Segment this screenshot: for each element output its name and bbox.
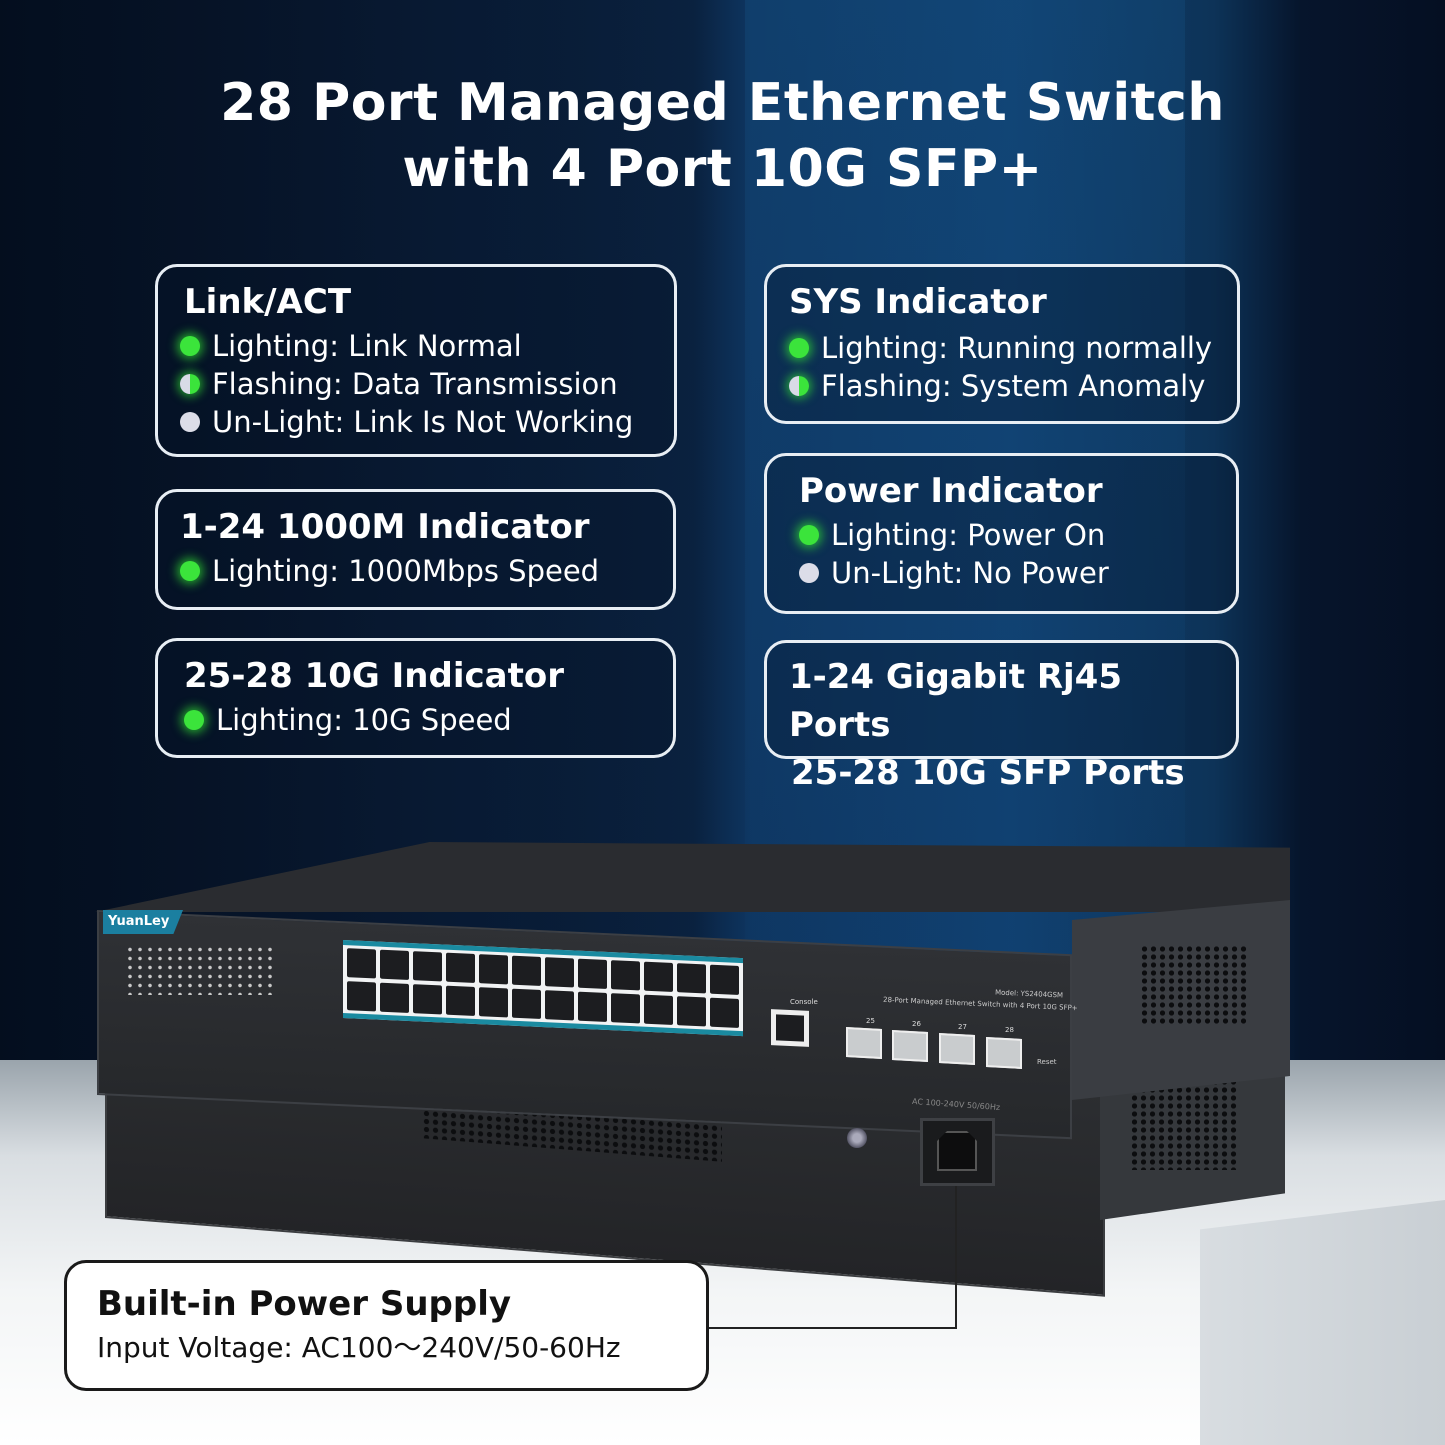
- ports-line-2: 25-28 10G SFP Ports: [791, 753, 1185, 793]
- sys-indicator-card: SYS Indicator Lighting: Running normally…: [764, 264, 1240, 424]
- green-led-icon: [184, 710, 204, 730]
- callout-title: Built-in Power Supply: [97, 1284, 512, 1324]
- card-title: Link/ACT: [184, 282, 352, 322]
- rj45-port[interactable]: [545, 990, 574, 1021]
- list-item: Flashing: System Anomaly: [789, 367, 1215, 405]
- link-act-card: Link/ACT Lighting: Link Normal Flashing:…: [155, 264, 677, 457]
- list-item: Lighting: Running normally: [789, 329, 1215, 367]
- sfp-port[interactable]: [892, 1030, 928, 1062]
- callout-connector-line: [708, 1327, 957, 1329]
- item-text: Lighting: 10G Speed: [216, 703, 512, 737]
- reset-label: Reset: [1037, 1058, 1057, 1066]
- tengig-indicator-card: 25-28 10G Indicator Lighting: 10G Speed: [155, 638, 676, 758]
- item-text: Lighting: Link Normal: [212, 329, 522, 363]
- ports-line-1: 1-24 Gigabit Rj45 Ports: [789, 657, 1122, 745]
- item-text: Lighting: Running normally: [821, 331, 1213, 365]
- rj45-port[interactable]: [347, 948, 376, 979]
- rj45-port[interactable]: [413, 984, 442, 1015]
- list-item: Lighting: 10G Speed: [184, 701, 651, 739]
- console-port[interactable]: [771, 1009, 809, 1047]
- off-led-icon: [180, 412, 200, 432]
- ground-screw-icon: [847, 1128, 867, 1148]
- rj45-port[interactable]: [446, 985, 475, 1016]
- callout-subtitle: Input Voltage: AC100～240V/50-60Hz: [97, 1331, 621, 1364]
- sfp-port-label: 25: [866, 1017, 875, 1025]
- power-supply-callout: Built-in Power Supply Input Voltage: AC1…: [64, 1260, 709, 1391]
- rj45-port[interactable]: [611, 960, 640, 991]
- console-label: Console: [790, 998, 818, 1006]
- card-title: 1-24 1000M Indicator: [180, 507, 590, 547]
- pedestal-side: [1200, 1200, 1445, 1445]
- item-text: Lighting: 1000Mbps Speed: [212, 554, 600, 588]
- list-item: Lighting: 1000Mbps Speed: [180, 552, 651, 590]
- green-led-icon: [180, 336, 200, 356]
- side-vent-upper: [1140, 945, 1250, 1025]
- item-text: Un-Light: Link Is Not Working: [212, 405, 634, 439]
- card-title: SYS Indicator: [789, 282, 1047, 322]
- item-text: Flashing: Data Transmission: [212, 367, 618, 401]
- card-title: 25-28 10G Indicator: [184, 656, 564, 696]
- rj45-port[interactable]: [380, 949, 409, 980]
- rj45-port[interactable]: [677, 963, 706, 994]
- card-title: Power Indicator: [799, 471, 1103, 511]
- item-text: Flashing: System Anomaly: [821, 369, 1206, 403]
- title-line-2: with 4 Port 10G SFP+: [402, 139, 1043, 199]
- green-led-icon: [799, 525, 819, 545]
- sfp-port-label: 28: [1005, 1026, 1014, 1034]
- list-item: Lighting: Link Normal: [180, 327, 652, 365]
- green-led-icon: [789, 338, 809, 358]
- item-text: Un-Light: No Power: [831, 556, 1109, 590]
- sfp-port-label: 27: [958, 1023, 967, 1031]
- rj45-port[interactable]: [710, 964, 739, 995]
- rj45-port[interactable]: [710, 997, 739, 1028]
- title-line-1: 28 Port Managed Ethernet Switch: [220, 73, 1225, 133]
- page-title: 28 Port Managed Ethernet Switch with 4 P…: [0, 70, 1445, 202]
- power-socket-icon[interactable]: [920, 1118, 995, 1186]
- flashing-led-icon: [789, 376, 809, 396]
- rj45-port[interactable]: [512, 955, 541, 986]
- callout-connector-line: [955, 1186, 957, 1329]
- sfp-port[interactable]: [986, 1037, 1022, 1069]
- item-text: Lighting: Power On: [831, 518, 1106, 552]
- sfp-port[interactable]: [939, 1033, 975, 1065]
- rj45-port[interactable]: [644, 961, 673, 992]
- ports-summary-card: 1-24 Gigabit Rj45 Ports 25-28 10G SFP Po…: [764, 640, 1239, 793]
- gigabit-indicator-card: 1-24 1000M Indicator Lighting: 1000Mbps …: [155, 489, 676, 610]
- green-led-icon: [180, 561, 200, 581]
- rj45-port[interactable]: [677, 996, 706, 1027]
- rj45-port[interactable]: [578, 991, 607, 1022]
- rj45-port[interactable]: [611, 993, 640, 1024]
- power-indicator-card: Power Indicator Lighting: Power On Un-Li…: [764, 453, 1239, 614]
- rj45-port[interactable]: [479, 954, 508, 985]
- rj45-port[interactable]: [479, 987, 508, 1018]
- led-panel: [125, 945, 275, 995]
- rj45-port[interactable]: [413, 951, 442, 982]
- list-item: Un-Light: No Power: [799, 554, 1214, 592]
- brand-logo: YuanLey: [103, 910, 183, 934]
- off-led-icon: [799, 563, 819, 583]
- rj45-port[interactable]: [578, 958, 607, 989]
- sfp-port[interactable]: [846, 1027, 882, 1059]
- flashing-led-icon: [180, 374, 200, 394]
- rj45-port[interactable]: [347, 981, 376, 1012]
- list-item: Lighting: Power On: [799, 516, 1214, 554]
- list-item: Flashing: Data Transmission: [180, 365, 652, 403]
- rj45-port[interactable]: [512, 988, 541, 1019]
- rj45-port[interactable]: [644, 994, 673, 1025]
- list-item: Un-Light: Link Is Not Working: [180, 403, 652, 441]
- sfp-port-label: 26: [912, 1020, 921, 1028]
- rj45-port[interactable]: [446, 952, 475, 983]
- rj45-port[interactable]: [545, 957, 574, 988]
- rj45-port[interactable]: [380, 982, 409, 1013]
